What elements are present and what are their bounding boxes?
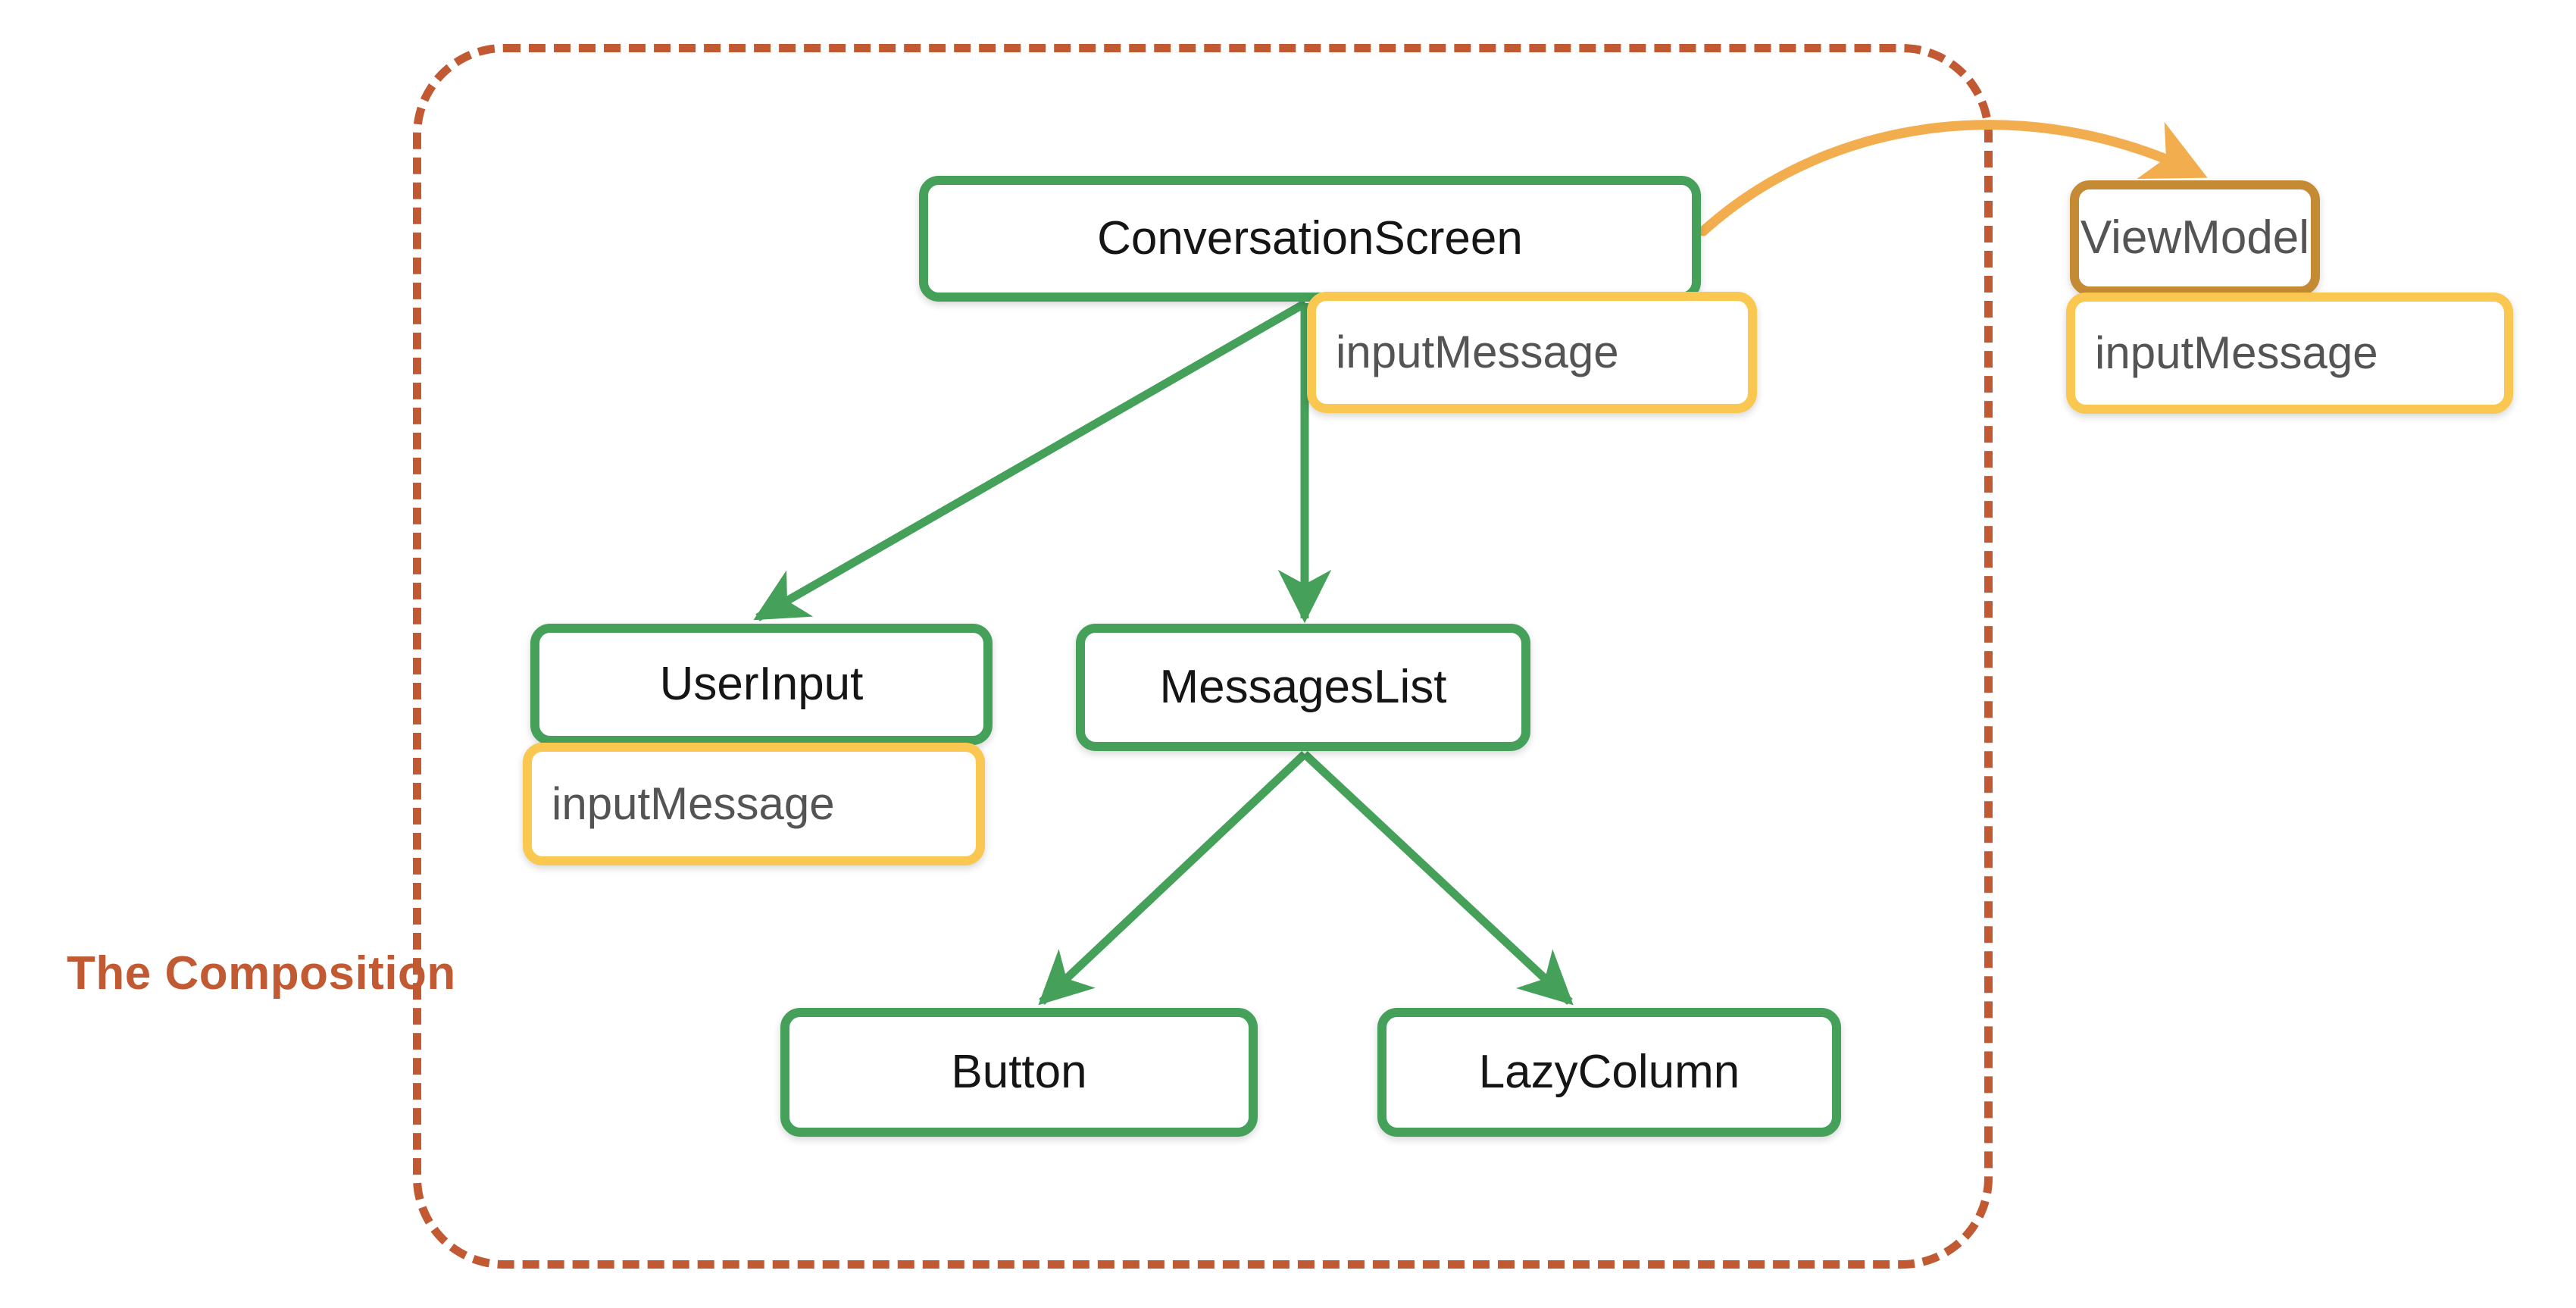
node-messageslist[interactable]: MessagesList [1076, 624, 1530, 751]
state-chip-viewmodel-inputmessage[interactable]: inputMessage [2066, 293, 2513, 414]
composition-boundary [413, 44, 1993, 1269]
node-button-label: Button [951, 1046, 1087, 1098]
node-viewmodel[interactable]: ViewModel [2070, 180, 2320, 296]
node-userinput[interactable]: UserInput [530, 624, 993, 745]
node-viewmodel-label: ViewModel [2080, 211, 2310, 264]
composition-boundary-label: The Composition [67, 947, 456, 1000]
node-messageslist-label: MessagesList [1159, 661, 1447, 713]
node-conversationscreen[interactable]: ConversationScreen [919, 176, 1701, 302]
node-lazycolumn-label: LazyColumn [1478, 1046, 1740, 1098]
state-chip-conversationscreen-inputmessage[interactable]: inputMessage [1307, 292, 1757, 413]
state-chip-userinput-label: inputMessage [552, 778, 835, 829]
node-lazycolumn[interactable]: LazyColumn [1377, 1008, 1841, 1137]
node-userinput-label: UserInput [659, 658, 864, 710]
state-chip-conversationscreen-label: inputMessage [1336, 327, 1619, 377]
state-chip-userinput-inputmessage[interactable]: inputMessage [523, 743, 985, 865]
node-button[interactable]: Button [780, 1008, 1258, 1137]
node-conversationscreen-label: ConversationScreen [1097, 212, 1523, 264]
state-chip-viewmodel-label: inputMessage [2095, 327, 2378, 378]
